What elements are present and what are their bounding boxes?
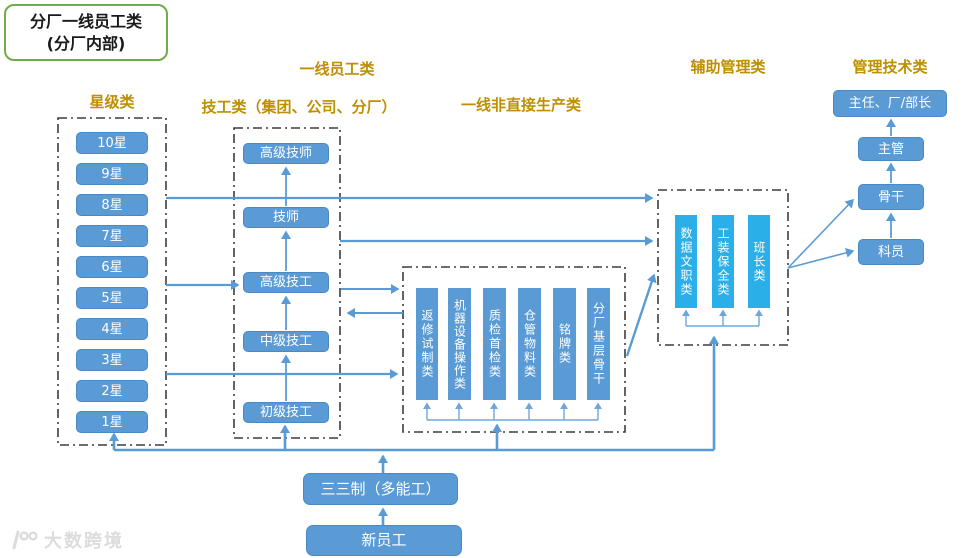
mgmt-box-backbone: 骨干 [858, 184, 924, 210]
multiskill-box: 三三制（多能工） [303, 473, 458, 505]
title-line2: (分厂内部) [46, 33, 126, 53]
diagram-title: 分厂一线员工类 (分厂内部) [4, 4, 168, 62]
aux-box-tooling-maintenance: 工装保全类 [712, 215, 734, 308]
star-box-5: 5星 [76, 287, 148, 309]
watermark: 大数跨境 [8, 527, 124, 553]
indirect-to-aux-diagonal [625, 273, 657, 357]
header-aux: 辅助管理类 [690, 58, 766, 76]
header-mgmt: 管理技术类 [852, 58, 928, 76]
mgmt-box-supervisor: 主管 [858, 137, 924, 161]
aux-group-border [657, 189, 789, 346]
technician-group-border [233, 127, 341, 439]
header-indirect: 一线非直接生产类 [460, 96, 581, 114]
logo-icon [12, 530, 38, 550]
header-frontline: 一线员工类 [299, 60, 375, 78]
title-line1: 分厂一线员工类 [29, 12, 142, 31]
tech-box-technician: 技师 [243, 207, 329, 228]
tech-box-senior-technician: 高级技师 [243, 143, 329, 164]
indirect-box-nameplate: 铭牌类 [553, 288, 576, 400]
indirect-box-grassroots-backbone: 分厂基层骨干 [587, 288, 610, 400]
indirect-box-repair: 返修试制类 [416, 288, 438, 400]
indirect-group-border [402, 266, 626, 433]
header-star: 星级类 [89, 93, 135, 111]
star-box-10: 10星 [76, 132, 148, 154]
watermark-text: 大数跨境 [44, 531, 124, 552]
indirect-box-quality-inspection: 质检首检类 [483, 288, 506, 400]
star-box-3: 3星 [76, 349, 148, 371]
header-technician: 技工类（集团、公司、分厂） [201, 98, 397, 116]
star-box-6: 6星 [76, 256, 148, 278]
aux-to-clerk-arrow [787, 247, 855, 269]
star-box-1: 1星 [76, 411, 148, 433]
aux-box-team-leader: 班长类 [748, 215, 770, 308]
star-box-8: 8星 [76, 194, 148, 216]
indirect-box-warehouse: 仓管物料类 [518, 288, 541, 400]
mgmt-box-clerk: 科员 [858, 239, 924, 265]
indirect-box-machine-operation: 机器设备操作类 [448, 288, 471, 400]
aux-to-backbone-arrow [787, 198, 855, 269]
tech-box-senior-worker: 高级技工 [243, 272, 329, 293]
star-box-2: 2星 [76, 380, 148, 402]
star-box-9: 9星 [76, 163, 148, 185]
star-group-border [57, 117, 167, 446]
tech-box-junior-worker: 初级技工 [243, 402, 329, 423]
tech-box-mid-worker: 中级技工 [243, 331, 329, 352]
aux-box-data-clerical: 数据文职类 [675, 215, 697, 308]
star-box-7: 7星 [76, 225, 148, 247]
star-box-4: 4星 [76, 318, 148, 340]
new-employee-box: 新员工 [306, 525, 462, 556]
mgmt-box-director: 主任、厂/部长 [833, 90, 947, 117]
